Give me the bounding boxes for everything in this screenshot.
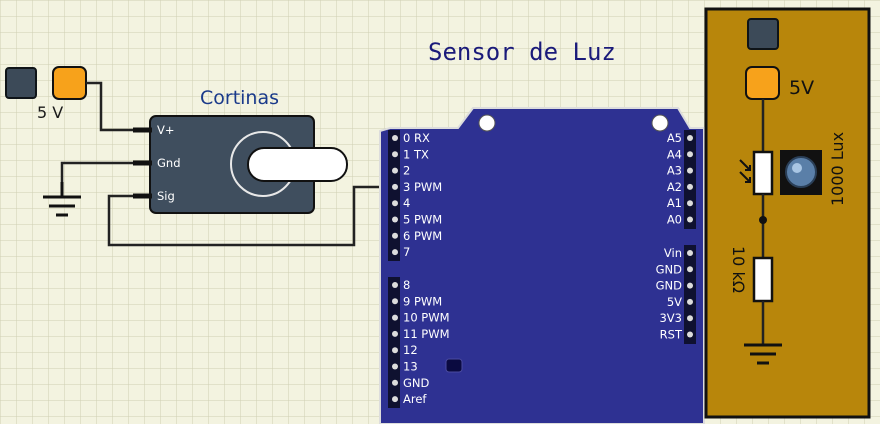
left-pin-2[interactable] — [392, 167, 398, 174]
panel-supply-label: 5V — [789, 77, 814, 99]
ground-symbol-servo — [43, 182, 81, 217]
left-pin-8[interactable] — [392, 282, 398, 288]
left-pin-5[interactable] — [392, 216, 398, 223]
left-pin-14[interactable] — [392, 379, 398, 386]
analog-header — [684, 130, 696, 229]
right-pin-2[interactable] — [687, 167, 693, 174]
lux-reading-label: 1000 Lux — [828, 132, 847, 206]
left-pin-label: 9 PWM — [403, 294, 442, 308]
right-pin-label: RST — [660, 328, 683, 342]
left-pin-label: 3 PWM — [403, 180, 442, 194]
servo-horn[interactable] — [247, 147, 348, 182]
lux-knob[interactable] — [785, 156, 817, 188]
left-pin-label: 8 — [403, 278, 410, 292]
sensor-panel: 5V 1000 Lux 10 kΩ — [704, 7, 871, 419]
left-pin-label: 7 — [403, 245, 410, 259]
left-pin-1[interactable] — [392, 151, 398, 158]
right-pin-8[interactable] — [687, 282, 693, 289]
left-pin-label: 4 — [403, 196, 410, 210]
right-pin-label: A2 — [667, 180, 682, 194]
right-pin-label: A1 — [667, 196, 682, 210]
mounting-hole — [478, 114, 496, 132]
left-pin-label: 12 — [403, 343, 418, 357]
power-header — [684, 245, 696, 344]
fixed-resistor — [752, 256, 774, 303]
right-pin-6[interactable] — [687, 250, 693, 256]
right-pin-label: A4 — [667, 147, 682, 161]
ground-symbol-panel — [744, 343, 782, 365]
left-pin-label: 11 PWM — [403, 327, 450, 341]
left-pin-13[interactable] — [392, 363, 398, 370]
right-pin-label: GND — [656, 262, 683, 276]
right-pin-3[interactable] — [687, 183, 693, 190]
sensor-panel-background — [704, 7, 871, 419]
power-switch-button[interactable] — [5, 67, 37, 99]
left-pin-group: 0 RX 1 TX 2 3 PWM 4 5 PWM 6 PWM 7 8 9 PWM 10 PWM 11… — [392, 131, 450, 406]
light-arrows-icon — [739, 159, 751, 183]
right-pin-0[interactable] — [687, 135, 693, 141]
right-pin-9[interactable] — [687, 298, 693, 305]
left-pin-6[interactable] — [392, 232, 398, 239]
right-pin-label: A0 — [667, 213, 682, 227]
left-pin-label: GND — [403, 376, 430, 390]
lux-knob-highlight — [792, 163, 802, 173]
left-pin-label: 2 — [403, 164, 410, 178]
arduino-board: 0 RX 1 TX 2 3 PWM 4 5 PWM 6 PWM 7 8 9 PWM 10 PWM 11… — [379, 107, 705, 424]
led-13 — [445, 358, 463, 373]
junction-node — [759, 216, 767, 224]
left-pin-15[interactable] — [392, 396, 398, 403]
panel-switch-button[interactable] — [747, 18, 779, 50]
left-pin-11[interactable] — [392, 330, 398, 337]
right-pin-11[interactable] — [687, 331, 693, 338]
wire-servo-gnd — [60, 161, 153, 182]
left-pin-label: 10 PWM — [403, 311, 450, 325]
right-pin-label: A3 — [667, 164, 682, 178]
left-pin-10[interactable] — [392, 314, 398, 321]
servo-name: Cortinas — [200, 87, 279, 109]
left-pin-12[interactable] — [392, 347, 398, 354]
servo-pin-vplus: V+ — [157, 123, 175, 137]
left-pin-label: 5 PWM — [403, 213, 442, 227]
right-pin-10[interactable] — [687, 315, 693, 322]
right-pin-label: Vin — [664, 246, 682, 260]
left-pin-4[interactable] — [392, 200, 398, 207]
mounting-hole — [651, 114, 669, 132]
left-pin-0[interactable] — [392, 135, 398, 141]
wire-servo-signal — [107, 185, 390, 247]
left-pin-7[interactable] — [392, 249, 398, 256]
diagram-title: Sensor de Luz — [428, 38, 616, 66]
digital-header-bottom — [388, 277, 400, 408]
servo-pin-gnd: Gnd — [157, 156, 181, 170]
right-pin-label: GND — [656, 279, 683, 293]
left-pin-label: 6 PWM — [403, 229, 442, 243]
right-pin-label: 3V3 — [659, 311, 682, 325]
right-pin-label: A5 — [667, 131, 682, 145]
right-pin-1[interactable] — [687, 151, 693, 158]
panel-5v-button[interactable] — [745, 66, 780, 100]
servo-pin-sig: Sig — [157, 189, 175, 203]
digital-header-top — [388, 130, 400, 261]
right-pin-4[interactable] — [687, 200, 693, 207]
arduino-pcb — [379, 107, 705, 424]
left-pin-label: 13 — [403, 360, 418, 374]
left-pin-label: Aref — [403, 392, 427, 406]
left-pin-label: 1 TX — [403, 147, 429, 161]
left-pin-label: 0 RX — [403, 131, 430, 145]
left-pin-9[interactable] — [392, 298, 398, 305]
power-source-label: 5 V — [37, 103, 63, 122]
right-pin-label: 5V — [667, 295, 682, 309]
wire-5v-to-servo — [86, 81, 153, 132]
servo-motor: Cortinas V+ Gnd Sig — [133, 87, 348, 214]
ldr-resistor — [752, 150, 774, 196]
left-pin-3[interactable] — [392, 183, 398, 190]
right-pin-5[interactable] — [687, 216, 693, 223]
power-output-button[interactable] — [52, 66, 87, 100]
right-pin-7[interactable] — [687, 266, 693, 273]
resistor-value-label: 10 kΩ — [729, 246, 748, 293]
